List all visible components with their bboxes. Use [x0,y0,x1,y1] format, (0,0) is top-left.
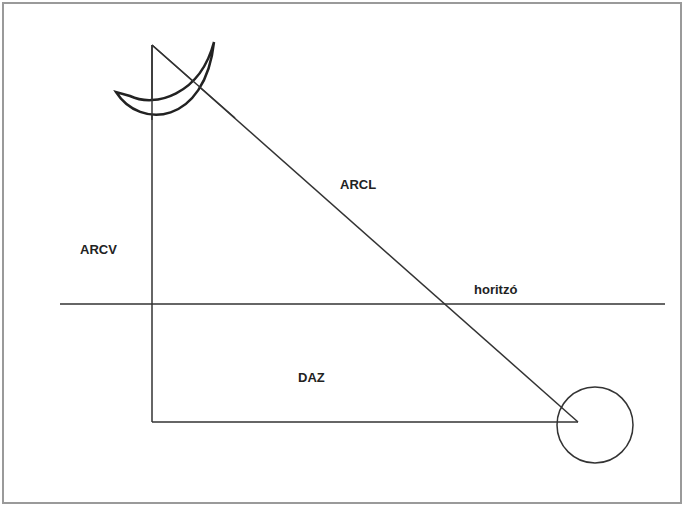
arcl-line-over-moon [152,45,235,118]
arcv-line-over-moon [151,45,153,120]
sun-circle [557,387,633,463]
arcv-line [151,45,153,422]
horizon-label: horitzó [474,282,517,298]
angle-label: ARCV [80,242,117,258]
angle-label: ARCL [340,177,376,193]
moon-crescent [116,42,214,115]
horizon-line [60,303,665,305]
frame [3,3,681,503]
arcl-line [152,45,578,422]
angle-label: DAZ [298,370,325,386]
daz-line [152,421,578,423]
